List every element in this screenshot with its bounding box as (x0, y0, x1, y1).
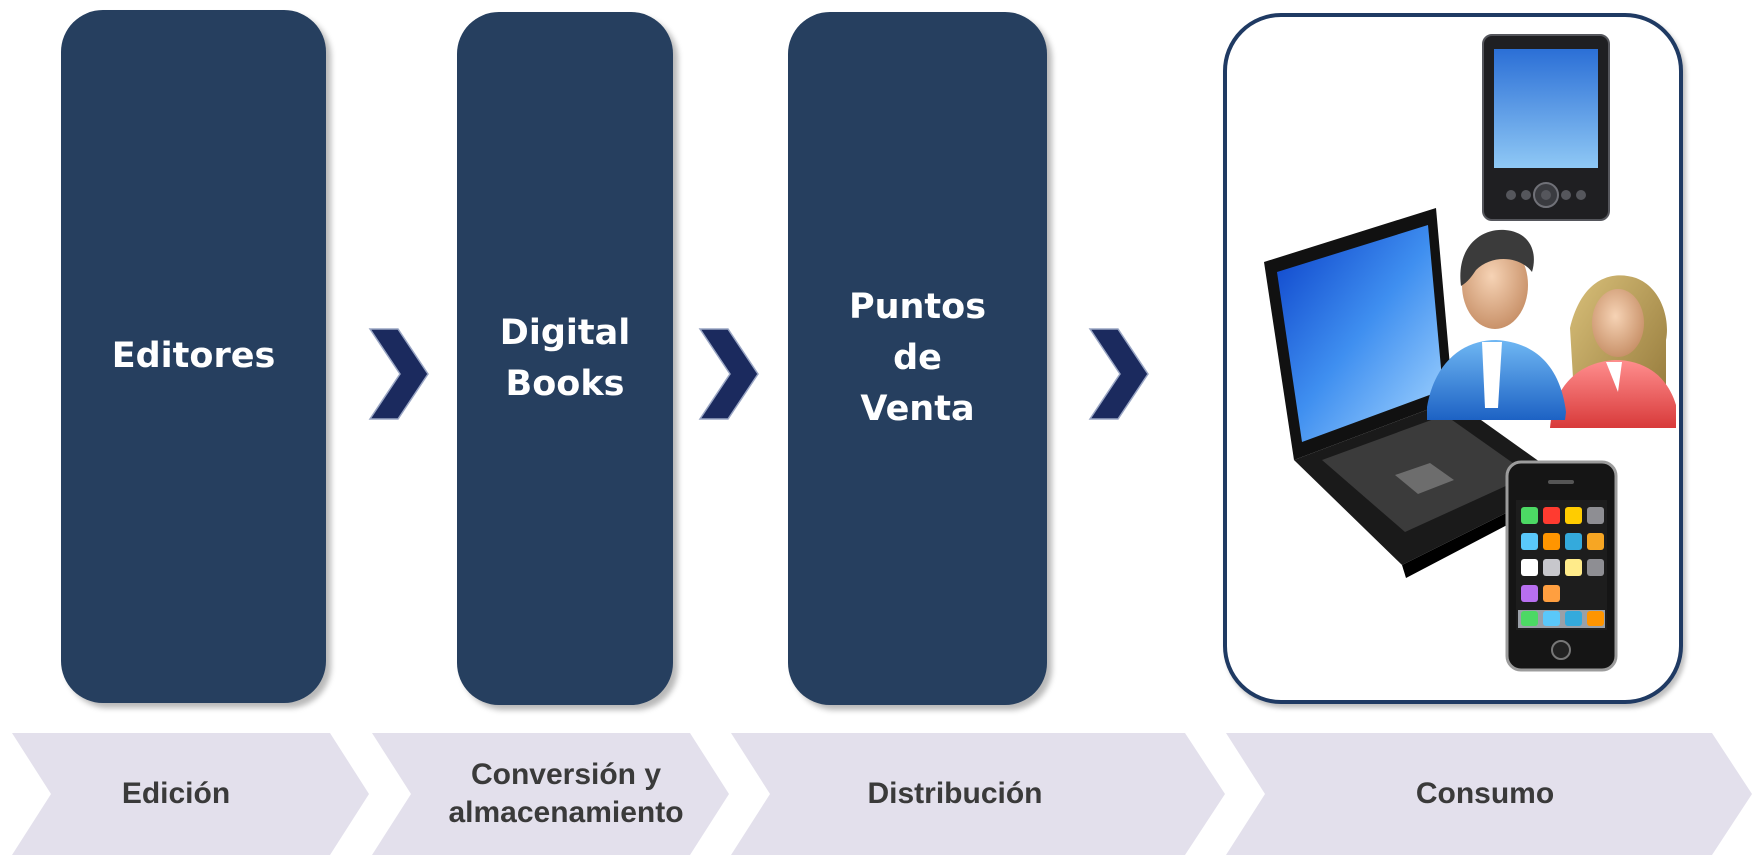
phase-label-consumo: Consumo (1300, 733, 1670, 855)
phase-conversion-line1: Conversión y (470, 758, 662, 791)
phase-distribucion-text: Distribución (867, 777, 1043, 810)
smartphone-icon (1505, 460, 1618, 672)
stage-puntos-de-venta: Puntos de Venta (788, 12, 1047, 705)
stage-editores: Editores (61, 10, 326, 703)
stage-editores-label: Editores (111, 336, 276, 376)
phase-conversion-line2: almacenamiento (448, 796, 684, 829)
chevron-right-icon (368, 328, 429, 420)
phase-bar (12, 733, 1752, 855)
phase-edicion-text: Edición (121, 777, 231, 810)
stage-puntos-line1: Puntos (848, 287, 987, 327)
phase-shape-consumo (1226, 733, 1752, 855)
stage-puntos-line3: Venta (860, 389, 975, 429)
consumo-illustration (1264, 34, 1676, 672)
phase-label-edicion: Edición (60, 733, 292, 855)
ebook-reader-icon (1482, 34, 1610, 221)
phase-label-conversion: Conversión y almacenamiento (418, 733, 714, 855)
chevron-right-icon (698, 328, 759, 420)
stage-digital-books-line1: Digital (499, 312, 631, 353)
stage-digital-books-line2: Books (505, 363, 625, 404)
phase-label-distribucion: Distribución (780, 733, 1130, 855)
stage-puntos-line2: de (893, 338, 942, 378)
phase-shape-edicion (12, 733, 369, 855)
chevron-right-icon (1088, 328, 1149, 420)
phase-shape-distribucion (731, 733, 1225, 855)
users-icon (1427, 229, 1676, 428)
phase-shape-conversion (372, 733, 729, 855)
stage-digital-books: Digital Books (457, 12, 673, 705)
phase-consumo-text: Consumo (1415, 777, 1555, 810)
